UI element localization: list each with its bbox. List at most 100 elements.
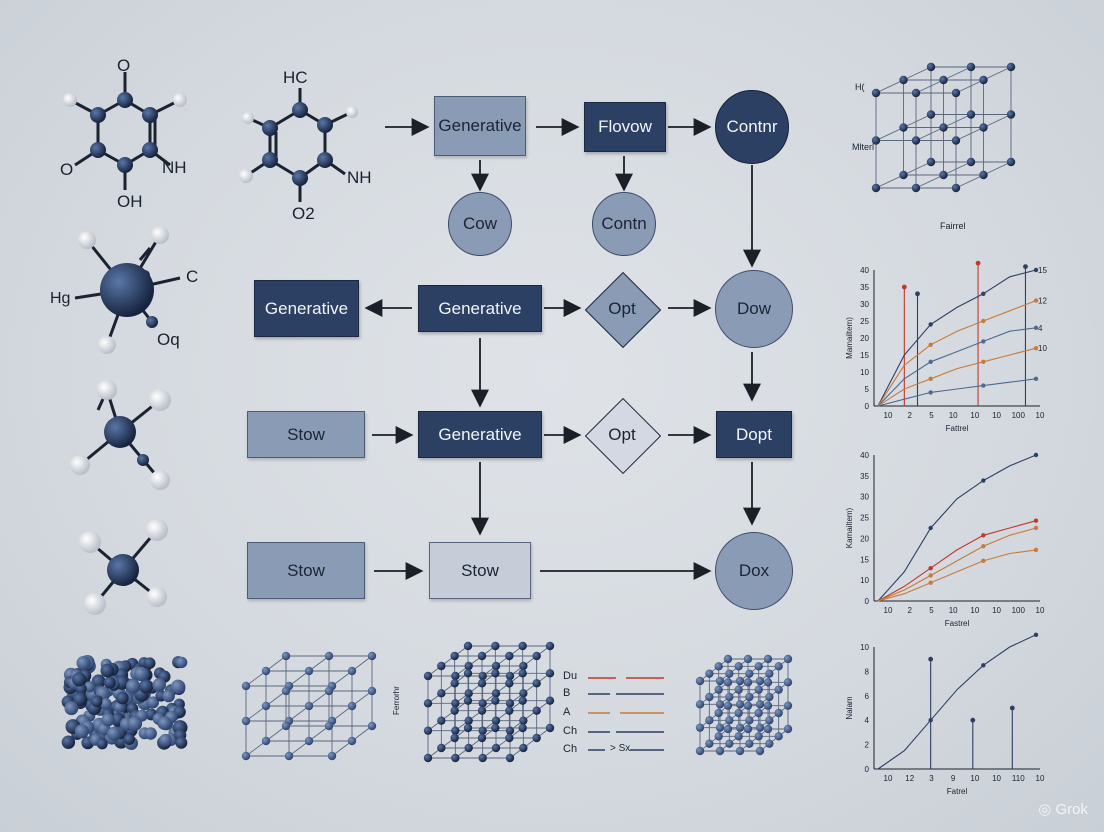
x-tick-label: 12 xyxy=(905,774,914,783)
series-line-2 xyxy=(877,327,1037,407)
lattice-atom xyxy=(491,716,501,725)
series-line-0 xyxy=(877,634,1037,770)
series-point xyxy=(981,291,986,296)
lattice-atom xyxy=(281,721,291,731)
series-line-0 xyxy=(877,454,1037,602)
lattice-atom xyxy=(478,726,487,735)
lattice-atom xyxy=(723,724,733,734)
cluster-atom xyxy=(126,679,141,694)
x-tick-label: 10 xyxy=(992,774,1001,783)
series-point xyxy=(1033,298,1039,303)
legend-label-3: Ch xyxy=(563,725,578,737)
flow-node-flovow[interactable]: Flovow xyxy=(584,102,666,152)
flow-node-generative-2[interactable]: Generative xyxy=(254,280,359,337)
lattice-atom xyxy=(491,696,500,705)
y-tick-label: 6 xyxy=(865,692,870,701)
lattice-atom xyxy=(347,736,357,746)
x-tick-label: 10 xyxy=(949,411,958,420)
y-tick-label: 0 xyxy=(865,765,870,774)
series-point xyxy=(1033,267,1039,273)
lattice-bond xyxy=(943,114,972,128)
lattice-atom xyxy=(743,724,753,734)
flow-node-stow-3[interactable]: Stow xyxy=(429,542,531,599)
x-tick-label: 10 xyxy=(1036,774,1045,783)
series-line-3 xyxy=(877,347,1037,407)
flow-node-opt-1-label: Opt xyxy=(608,299,636,318)
lattice-atom xyxy=(545,723,555,733)
cluster-atom xyxy=(73,692,87,707)
lattice-atom xyxy=(324,651,334,661)
flow-node-contn[interactable]: Contn xyxy=(592,192,656,256)
y-axis-label: Mamailtem) xyxy=(845,317,854,359)
legend-lines xyxy=(588,677,664,751)
lattice-atom xyxy=(735,676,745,686)
flow-node-opt-1[interactable]: Opt xyxy=(584,271,662,349)
lattice-atom xyxy=(423,699,433,708)
y-tick-label: 30 xyxy=(860,493,869,502)
lattice-atom xyxy=(765,692,774,702)
lattice-atom xyxy=(966,110,976,119)
lattice-atom xyxy=(695,746,705,756)
lattice-atom xyxy=(519,689,528,698)
cluster-atom xyxy=(162,689,175,703)
lattice-atom xyxy=(695,700,705,709)
lattice-atom xyxy=(241,751,251,761)
lattice-bond xyxy=(875,174,904,189)
lattice-atom xyxy=(734,732,743,741)
lattice-atom xyxy=(491,723,500,733)
flow-node-generative-1[interactable]: Generative xyxy=(434,96,526,156)
series-point xyxy=(928,322,933,327)
lattice-atom xyxy=(705,739,714,748)
cluster-atom xyxy=(107,726,121,741)
lattice-atom xyxy=(926,62,936,72)
lattice-atom xyxy=(505,699,515,708)
series-point xyxy=(928,359,933,364)
flow-node-generative-3[interactable]: Generative xyxy=(418,285,542,332)
spike-point xyxy=(1023,264,1028,269)
flow-node-stow-1[interactable]: Stow xyxy=(247,411,365,458)
flow-node-cow[interactable]: Cow xyxy=(448,192,512,256)
lattice-atom xyxy=(518,641,527,651)
cluster-atom xyxy=(158,716,172,731)
lattice-atom xyxy=(735,746,745,756)
lattice-atom xyxy=(783,654,793,664)
lattice-atom xyxy=(926,157,936,167)
flow-node-opt-2[interactable]: Opt xyxy=(584,397,662,475)
lattice-atom xyxy=(545,641,555,651)
x-tick-label: 10 xyxy=(884,411,893,420)
flow-node-dopt[interactable]: Dopt xyxy=(716,411,792,458)
series-point xyxy=(981,383,986,388)
lattice-atom xyxy=(1006,62,1016,72)
series-line-0 xyxy=(877,269,1037,407)
lattice-atom xyxy=(281,686,291,696)
lattice-bond xyxy=(915,79,944,94)
lattice-label-small: Ferrorhr xyxy=(392,686,401,715)
lattice-atom xyxy=(783,701,793,710)
flow-node-dow[interactable]: Dow xyxy=(715,270,793,348)
flow-node-stow-2[interactable]: Stow xyxy=(247,542,365,599)
cluster-atom xyxy=(175,736,188,749)
lattice-atom xyxy=(1006,110,1016,119)
flow-node-generative-4[interactable]: Generative xyxy=(418,411,542,458)
lattice-bond xyxy=(983,161,1012,176)
lattice-atom xyxy=(871,88,881,98)
flow-node-dox[interactable]: Dox xyxy=(715,532,793,610)
lattice-cube-2 xyxy=(423,641,555,763)
series-point xyxy=(928,390,933,395)
lattice-atom xyxy=(755,746,765,756)
x-tick-label: 100 xyxy=(1012,606,1026,615)
flow-node-contnr[interactable]: Contnr xyxy=(715,90,789,164)
cluster-atom xyxy=(96,738,108,750)
lattice-atom xyxy=(437,716,446,725)
lattice-atom xyxy=(714,732,723,741)
molecule-tetra-3 xyxy=(79,519,168,615)
lattice-atom xyxy=(705,716,714,725)
cluster-atom xyxy=(175,656,188,669)
lattice-atom xyxy=(715,676,725,686)
y-tick-label: 15 xyxy=(860,555,869,564)
series-line-4 xyxy=(877,378,1037,407)
cluster-atom xyxy=(74,724,89,739)
lattice-atom xyxy=(754,708,763,718)
lattice-atom xyxy=(754,732,763,741)
